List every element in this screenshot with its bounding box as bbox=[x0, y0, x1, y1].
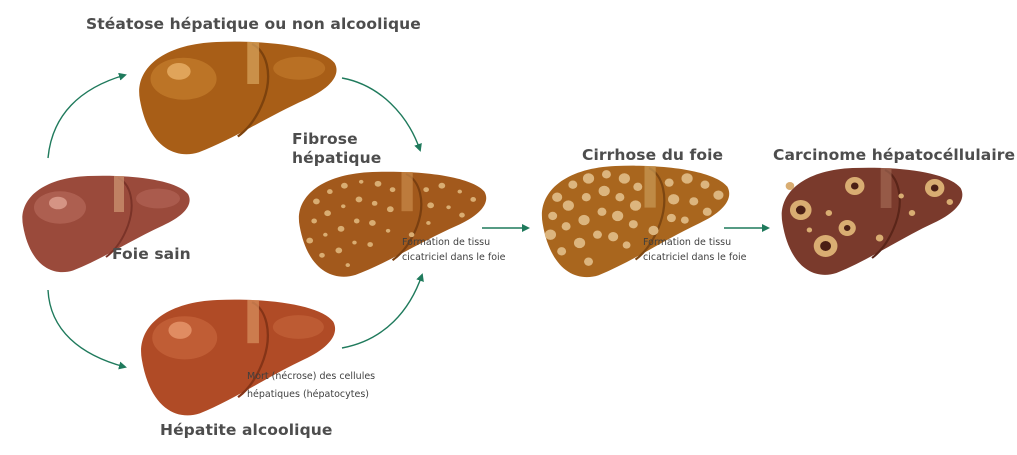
tumor-nodules bbox=[785, 177, 954, 257]
arrow-healthy-to-hepatitis bbox=[47, 289, 127, 370]
fibrosis-liver bbox=[298, 171, 487, 277]
label-steatosis: Stéatose hépatique ou non alcoolique bbox=[86, 15, 421, 33]
note-fibrosis-line2: cicatriciel dans le foie bbox=[402, 252, 506, 263]
progression-arrows bbox=[47, 72, 770, 370]
arrow-healthy-to-steatosis bbox=[47, 72, 127, 159]
label-cirrhosis: Cirrhose du foie bbox=[582, 146, 724, 164]
steatosis-liver bbox=[139, 41, 337, 155]
label-fibrosis: Fibrose hépatique bbox=[292, 130, 382, 167]
cirrhosis-liver bbox=[541, 165, 730, 278]
carcinoma-liver bbox=[781, 167, 963, 275]
hepatitis-liver bbox=[141, 299, 336, 416]
note-hepatitis-line1: Mort (nécrose) des cellules bbox=[247, 371, 376, 382]
note-hepatitis: Mort (nécrose) des cellules hépatiques (… bbox=[247, 368, 375, 404]
label-healthy: Foie sain bbox=[112, 245, 191, 263]
healthy-liver bbox=[22, 175, 190, 273]
note-cirrhosis-line1: Formation de tissu bbox=[643, 237, 732, 248]
label-carcinoma: Carcinome hépatocéllulaire bbox=[773, 146, 1016, 164]
note-hepatitis-line2: hépatiques (hépatocytes) bbox=[247, 389, 369, 400]
note-fibrosis-line1: Formation de tissu bbox=[402, 237, 491, 248]
label-hepatitis: Hépatite alcoolique bbox=[160, 421, 333, 439]
arrow-steatosis-to-fibrosis bbox=[341, 77, 422, 152]
note-cirrhosis-line2: cicatriciel dans le foie bbox=[643, 252, 747, 263]
note-cirrhosis: Formation de tissu cicatriciel dans le f… bbox=[643, 235, 747, 265]
arrow-hepatitis-to-fibrosis bbox=[341, 273, 424, 349]
note-fibrosis: Formation de tissu cicatriciel dans le f… bbox=[402, 235, 506, 265]
